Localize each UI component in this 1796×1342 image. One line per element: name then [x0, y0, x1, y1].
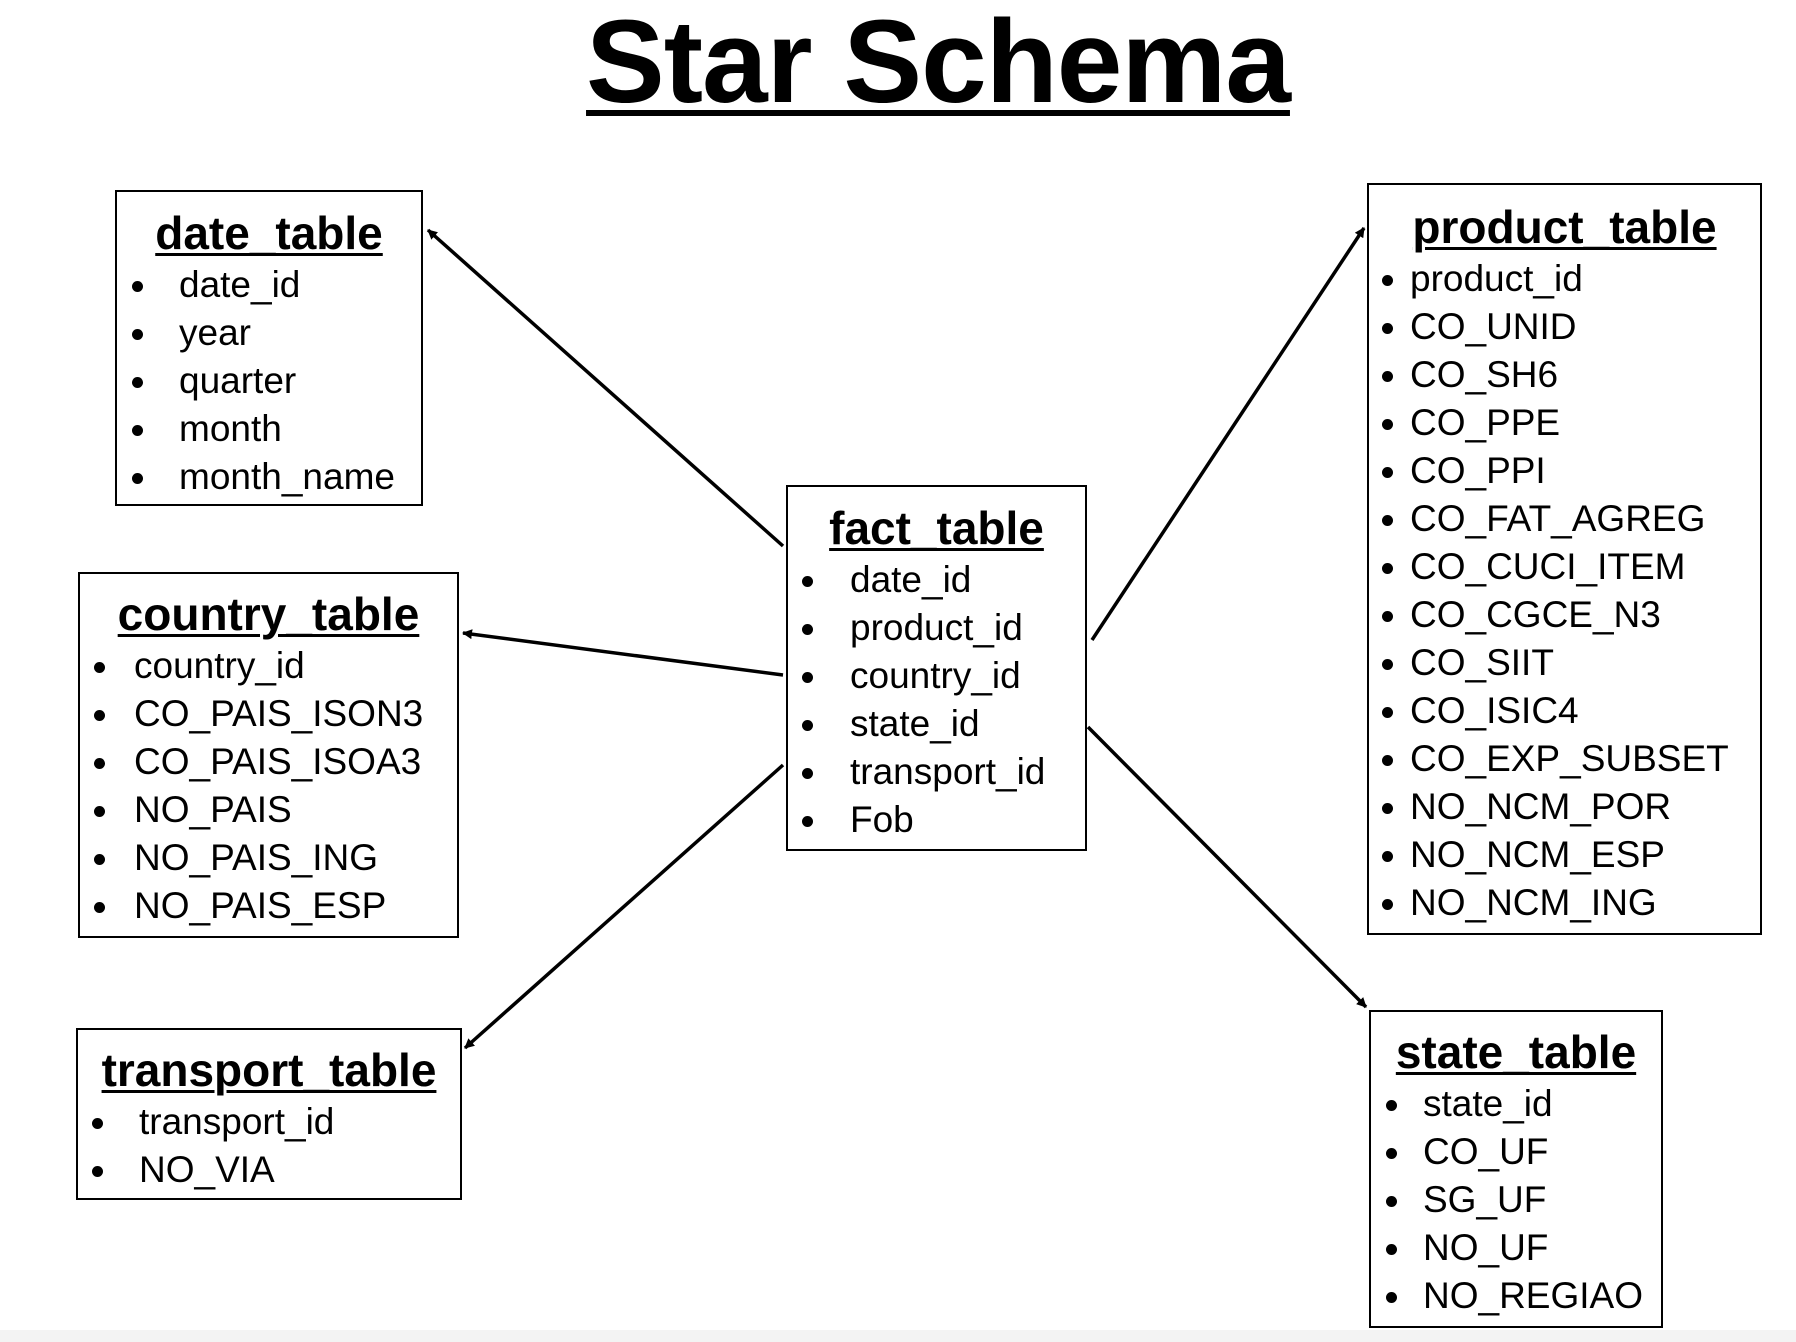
fact-table-title: fact_table [829, 502, 1044, 554]
field-item: SG_UF [1371, 1176, 1661, 1224]
arrow-fact-to-transport [463, 763, 785, 1050]
field-item: country_id [80, 642, 457, 690]
field-item: month_name [117, 453, 421, 501]
state-table-box: state_table state_id CO_UF SG_UF NO_UF N… [1369, 1010, 1663, 1328]
state-table-title: state_table [1395, 1026, 1637, 1078]
transport-table-box: transport_table transport_id NO_VIA [76, 1028, 462, 1200]
field-item: NO_VIA [78, 1146, 460, 1194]
field-item: NO_NCM_ESP [1369, 831, 1760, 879]
date-table-fields: date_id year quarter month month_name [117, 261, 421, 501]
field-item: CO_FAT_AGREG [1369, 495, 1760, 543]
field-item: NO_PAIS [80, 786, 457, 834]
bottom-band [0, 1330, 1796, 1342]
arrow-fact-to-country [462, 629, 784, 677]
diagram-title: Star Schema [586, 0, 1291, 128]
field-item: CO_SH6 [1369, 351, 1760, 399]
date-table-box: date_table date_id year quarter month mo… [115, 190, 423, 506]
fact-table-box: fact_table date_id product_id country_id… [786, 485, 1087, 851]
field-item: country_id [788, 652, 1085, 700]
field-item: quarter [117, 357, 421, 405]
field-item: CO_PPI [1369, 447, 1760, 495]
transport-table-fields: transport_id NO_VIA [78, 1098, 460, 1194]
field-item: transport_id [78, 1098, 460, 1146]
field-item: Fob [788, 796, 1085, 844]
arrow-fact-to-product [1090, 227, 1366, 641]
field-item: NO_NCM_ING [1369, 879, 1760, 927]
field-item: state_id [788, 700, 1085, 748]
field-item: CO_UNID [1369, 303, 1760, 351]
product-table-fields: product_id CO_UNID CO_SH6 CO_PPE CO_PPI … [1369, 255, 1760, 927]
fact-table-fields: date_id product_id country_id state_id t… [788, 556, 1085, 844]
field-item: CO_PAIS_ISOA3 [80, 738, 457, 786]
transport-table-title: transport_table [101, 1044, 437, 1096]
field-item: NO_PAIS_ING [80, 834, 457, 882]
field-item: NO_NCM_POR [1369, 783, 1760, 831]
country-table-box: country_table country_id CO_PAIS_ISON3 C… [78, 572, 459, 938]
field-item: state_id [1371, 1080, 1661, 1128]
state-table-fields: state_id CO_UF SG_UF NO_UF NO_REGIAO [1371, 1080, 1661, 1320]
field-item: CO_ISIC4 [1369, 687, 1760, 735]
field-item: month [117, 405, 421, 453]
field-item: product_id [1369, 255, 1760, 303]
product-table-title: product_table [1412, 201, 1717, 253]
field-item: NO_UF [1371, 1224, 1661, 1272]
field-item: CO_EXP_SUBSET [1369, 735, 1760, 783]
field-item: NO_REGIAO [1371, 1272, 1661, 1320]
date-table-title: date_table [155, 207, 383, 259]
field-item: product_id [788, 604, 1085, 652]
country-table-fields: country_id CO_PAIS_ISON3 CO_PAIS_ISOA3 N… [80, 642, 457, 930]
field-item: year [117, 309, 421, 357]
arrow-fact-to-date [426, 228, 785, 548]
product-table-box: product_table product_id CO_UNID CO_SH6 … [1367, 183, 1762, 935]
field-item: date_id [117, 261, 421, 309]
field-item: CO_CGCE_N3 [1369, 591, 1760, 639]
field-item: NO_PAIS_ESP [80, 882, 457, 930]
field-item: CO_CUCI_ITEM [1369, 543, 1760, 591]
field-item: CO_SIIT [1369, 639, 1760, 687]
field-item: CO_PPE [1369, 399, 1760, 447]
field-item: transport_id [788, 748, 1085, 796]
arrow-fact-to-state [1086, 725, 1368, 1009]
country-table-title: country_table [117, 588, 420, 640]
field-item: date_id [788, 556, 1085, 604]
field-item: CO_PAIS_ISON3 [80, 690, 457, 738]
field-item: CO_UF [1371, 1128, 1661, 1176]
